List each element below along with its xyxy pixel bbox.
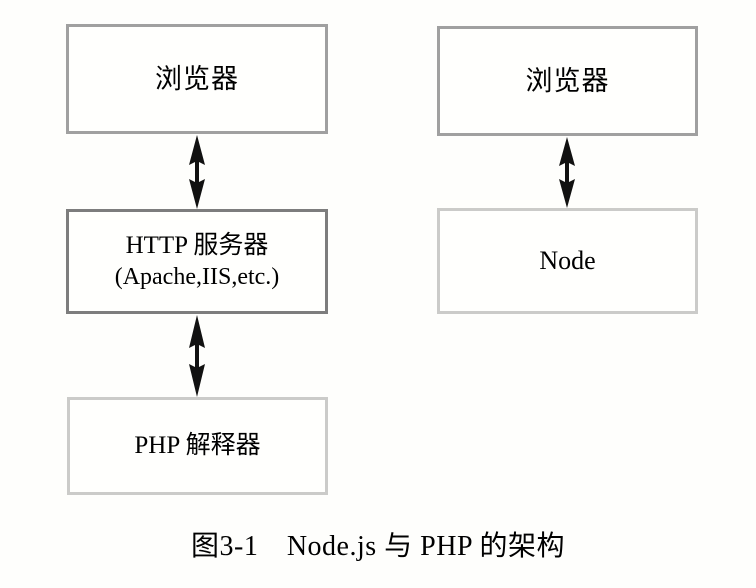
double-arrow-browser-to-node-icon [552, 137, 582, 208]
box-http-server-label-line1: HTTP 服务器 [125, 232, 269, 260]
double-arrow-http-server-to-php-icon [182, 315, 212, 397]
box-browser-left-label: 浏览器 [155, 63, 239, 94]
box-node-label: Node [539, 246, 596, 276]
box-http-server: HTTP 服务器 (Apache,IIS,etc.) [66, 209, 328, 314]
box-node: Node [437, 208, 698, 314]
double-arrow-vertical-icon [189, 315, 205, 397]
box-browser-right: 浏览器 [437, 26, 698, 136]
box-browser-left: 浏览器 [66, 24, 328, 134]
figure-caption: 图3-1 Node.js 与 PHP 的架构 [191, 531, 565, 562]
double-arrow-vertical-icon [189, 135, 205, 209]
box-php-interpreter-label: PHP 解释器 [134, 432, 261, 459]
box-browser-right-label: 浏览器 [525, 65, 610, 96]
double-arrow-vertical-icon [559, 137, 575, 208]
box-http-server-label-line2: (Apache,IIS,etc.) [114, 264, 280, 291]
double-arrow-browser-to-http-server-icon [182, 135, 212, 209]
box-php-interpreter: PHP 解释器 [67, 397, 328, 495]
